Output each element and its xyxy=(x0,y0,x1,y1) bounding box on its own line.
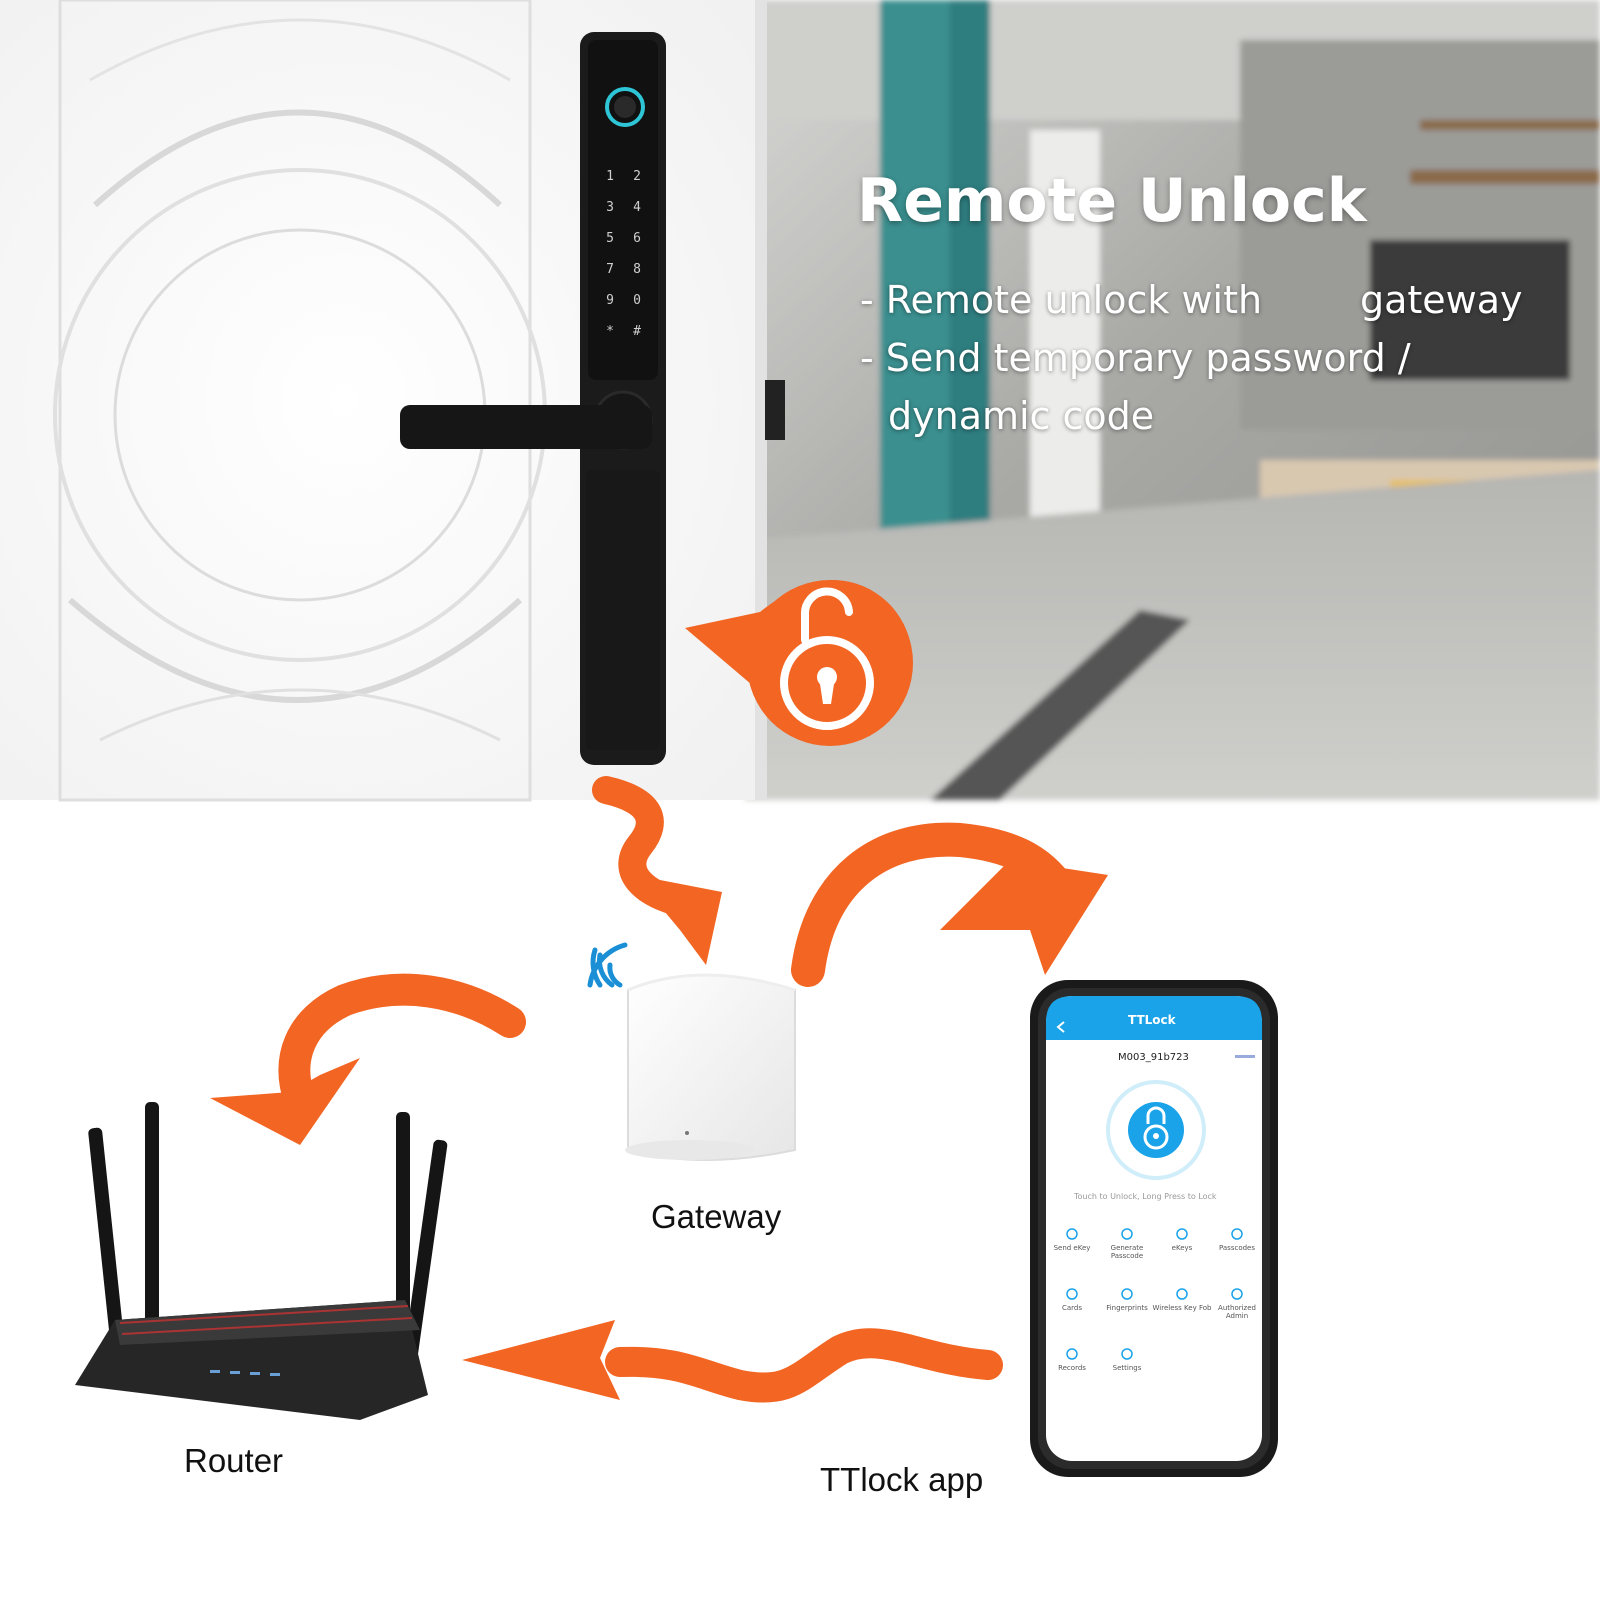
fingerprint-icon[interactable] xyxy=(1121,1288,1133,1300)
key-fob-icon[interactable] xyxy=(1176,1288,1188,1300)
app-menu-grid xyxy=(1066,1228,1243,1360)
keypad-key[interactable]: 1 xyxy=(606,169,614,184)
app-menu-item-label[interactable]: Passcodes xyxy=(1218,1244,1256,1252)
keypad: 1 2 3 4 5 6 7 8 9 0 * # xyxy=(606,169,641,339)
fingerprint-sensor-icon xyxy=(605,87,645,127)
battery-indicator xyxy=(1235,1055,1255,1058)
open-padlock-icon xyxy=(780,587,874,730)
keypad-key[interactable]: 0 xyxy=(633,293,641,308)
app-menu-item-label[interactable]: Settings xyxy=(1112,1364,1142,1372)
keypad-key[interactable]: 2 xyxy=(633,169,641,184)
settings-icon[interactable] xyxy=(1121,1348,1133,1360)
gateway-device xyxy=(587,942,796,1161)
keypad-key[interactable]: 9 xyxy=(606,293,614,308)
app-menu-item-label[interactable]: Fingerprints xyxy=(1106,1304,1148,1312)
app-title: TTLock xyxy=(1128,1013,1176,1027)
arrow-gateway-to-router xyxy=(210,973,526,1145)
door-panel xyxy=(0,0,785,802)
phone-device xyxy=(1030,980,1278,1477)
keypad-key[interactable]: 6 xyxy=(633,231,641,246)
keypad-key[interactable]: 5 xyxy=(606,231,614,246)
app-menu-item-label[interactable]: eKeys xyxy=(1171,1244,1193,1252)
padlock-icon xyxy=(1143,1106,1169,1150)
room-background xyxy=(745,0,1600,800)
wifi-icon xyxy=(587,942,628,988)
app-menu-item-label[interactable]: Generate Passcode xyxy=(1110,1244,1144,1260)
passcode-icon[interactable] xyxy=(1121,1228,1133,1240)
router-device xyxy=(75,1102,448,1420)
arrow-app-to-router xyxy=(462,1320,1003,1403)
smart-lock: 1 2 3 4 5 6 7 8 9 0 * # xyxy=(400,32,666,765)
passcodes-icon[interactable] xyxy=(1231,1228,1243,1240)
bullet-remote-unlock: - Remote unlock with xyxy=(860,278,1263,322)
bullet-gateway-word: gateway xyxy=(1360,278,1523,322)
door-handle xyxy=(400,405,652,449)
ekeys-icon[interactable] xyxy=(1176,1228,1188,1240)
send-ekey-icon[interactable] xyxy=(1066,1228,1078,1240)
arrow-lock-to-gateway xyxy=(592,776,722,965)
lock-name: M003_91b723 xyxy=(1118,1052,1189,1063)
gateway-label: Gateway xyxy=(651,1198,782,1235)
unlock-hint: Touch to Unlock, Long Press to Lock xyxy=(1074,1192,1217,1201)
unlock-bubble xyxy=(685,580,913,746)
app-menu-item-label[interactable]: Cards xyxy=(1061,1304,1083,1312)
app-menu-item-label[interactable]: Send eKey xyxy=(1053,1244,1091,1252)
app-menu-item-label[interactable]: Authorized Admin xyxy=(1218,1304,1256,1320)
admin-icon[interactable] xyxy=(1231,1288,1243,1300)
app-label: TTlock app xyxy=(820,1461,984,1498)
bullet-send-password: - Send temporary password / xyxy=(860,336,1411,380)
router-label: Router xyxy=(184,1442,284,1479)
bullet-dynamic-code: dynamic code xyxy=(888,394,1155,438)
keypad-key[interactable]: 8 xyxy=(633,262,641,277)
keypad-key[interactable]: 4 xyxy=(633,200,641,215)
hero-title: Remote Unlock xyxy=(857,166,1367,236)
keypad-key[interactable]: * xyxy=(606,324,614,339)
app-header xyxy=(1046,996,1262,1040)
records-icon[interactable] xyxy=(1066,1348,1078,1360)
cards-icon[interactable] xyxy=(1066,1288,1078,1300)
back-arrow-icon[interactable] xyxy=(1056,1021,1065,1033)
arrow-gateway-to-app xyxy=(791,822,1108,987)
keypad-key[interactable]: 3 xyxy=(606,200,614,215)
keypad-key[interactable]: 7 xyxy=(606,262,614,277)
app-menu-item-label[interactable]: Records xyxy=(1058,1364,1086,1372)
keypad-key[interactable]: # xyxy=(633,324,641,339)
app-menu-item-label[interactable]: Wireless Key Fob xyxy=(1152,1304,1212,1312)
